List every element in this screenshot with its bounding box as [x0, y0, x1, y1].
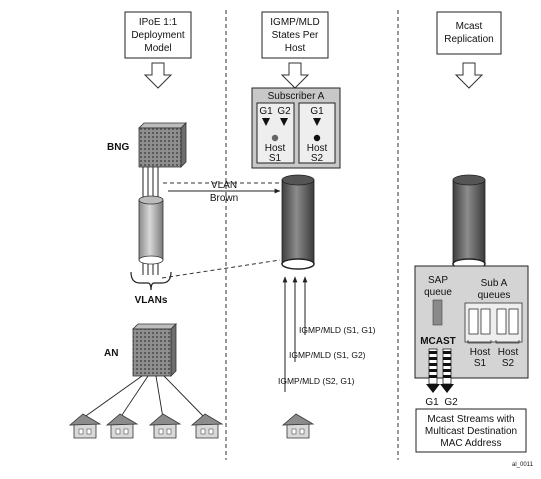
- mcast-title-box: Mcast Replication: [436, 11, 502, 55]
- host-s2-name-line-2: S2: [311, 153, 324, 164]
- hollow-down-arrow-middle: [280, 62, 310, 89]
- hollow-down-arrow-left: [143, 62, 173, 89]
- an-device-icon: [132, 323, 177, 377]
- house-icon-4: [190, 413, 224, 439]
- mcast-stream-arrow-g2: [440, 348, 454, 393]
- ipoe-title-box: IPoE 1:1 Deployment Model: [124, 11, 192, 59]
- sap-queue-bar: [432, 299, 443, 326]
- mcast-stream-arrow-g1: [426, 348, 440, 393]
- mcast-streams-line-3: MAC Address: [440, 438, 501, 449]
- igmp-message-s1-g2: IGMP/MLD (S1, G2): [289, 350, 366, 360]
- igmp-title-line-1: IGMP/MLD: [270, 17, 319, 28]
- stream-g1-label: G1: [425, 397, 439, 408]
- host-s2-node-icon: [313, 134, 321, 142]
- queue-host-s1-line-1: Host: [470, 347, 491, 358]
- replication-pipe: [452, 174, 486, 270]
- host-s2-panel: G1 Host S2: [298, 102, 336, 164]
- vlan-pipe-left: [138, 195, 164, 265]
- hollow-down-arrow-right: [454, 62, 484, 89]
- host-s1-queue-bracket: [467, 340, 492, 344]
- host-s2-group-g1: G1: [310, 106, 324, 117]
- igmp-title-line-2: States Per: [272, 30, 319, 41]
- sub-a-queues-label-line-1: Sub A: [481, 278, 508, 289]
- queue-host-s2-line-1: Host: [498, 347, 519, 358]
- host-s1-group-g2: G2: [277, 106, 291, 117]
- mcast-title-line-2: Replication: [444, 34, 493, 45]
- stream-g2-label: G2: [444, 397, 458, 408]
- mcast-streams-box: Mcast Streams with Multicast Destination…: [415, 408, 527, 453]
- sub-a-queue-slots: [468, 308, 519, 335]
- mcast-streams-line-2: Multicast Destination: [425, 426, 517, 437]
- host-s2-queue-bracket: [495, 340, 520, 344]
- mcast-title-line-1: Mcast: [456, 21, 483, 32]
- sub-a-queues-label-line-2: queues: [478, 290, 511, 301]
- host-s1-name-line-2: S1: [269, 153, 282, 164]
- queue-host-s1-line-2: S1: [474, 358, 487, 369]
- bng-router-icon: [138, 122, 187, 168]
- ipoe-title-line-2: Deployment: [131, 30, 185, 41]
- vlan-brown-pipe: [281, 174, 315, 270]
- figure-id: al_0011: [512, 462, 534, 468]
- host-s2-g1-join-icon: [313, 118, 321, 126]
- mcast-label: MCAST: [420, 336, 456, 347]
- vlan-brown-label-line-2: Brown: [210, 193, 238, 204]
- dashed-connector-bottom: [161, 259, 281, 279]
- ipoe-title-line-3: Model: [144, 43, 171, 54]
- mcast-streams-line-1: Mcast Streams with: [427, 414, 514, 425]
- house-icon-3: [148, 413, 182, 439]
- sap-queue-label-line-1: SAP: [428, 275, 448, 286]
- host-s1-name-line-1: Host: [265, 143, 286, 154]
- vlans-brace: [130, 271, 172, 291]
- host-s1-g1-join-icon: [262, 118, 270, 126]
- bng-label: BNG: [107, 142, 129, 153]
- subscriber-a-title: Subscriber A: [268, 91, 325, 102]
- house-icon-1: [68, 413, 102, 439]
- igmp-title-box: IGMP/MLD States Per Host: [261, 11, 329, 59]
- vlans-label: VLANs: [135, 295, 168, 306]
- vlan-brown-label-line-1: VLAN: [211, 180, 237, 191]
- host-s1-node-icon: [271, 134, 279, 142]
- house-icon-2: [105, 413, 139, 439]
- an-subscriber-links: [82, 375, 206, 419]
- host-s1-panel: G1 G2 Host S1: [256, 102, 295, 164]
- ipoe-title-line-1: IPoE 1:1: [139, 17, 178, 28]
- host-s1-g2-join-icon: [280, 118, 288, 126]
- queue-host-s2-line-2: S2: [502, 358, 515, 369]
- house-icon-middle: [281, 413, 315, 439]
- host-s2-name-line-1: Host: [307, 143, 328, 154]
- sap-queue-label-line-2: queue: [424, 287, 452, 298]
- igmp-title-line-3: Host: [285, 43, 306, 54]
- igmp-message-s1-g1: IGMP/MLD (S1, G1): [299, 325, 376, 335]
- igmp-message-s2-g1: IGMP/MLD (S2, G1): [278, 376, 355, 386]
- an-label: AN: [104, 348, 118, 359]
- host-s1-group-g1: G1: [259, 106, 273, 117]
